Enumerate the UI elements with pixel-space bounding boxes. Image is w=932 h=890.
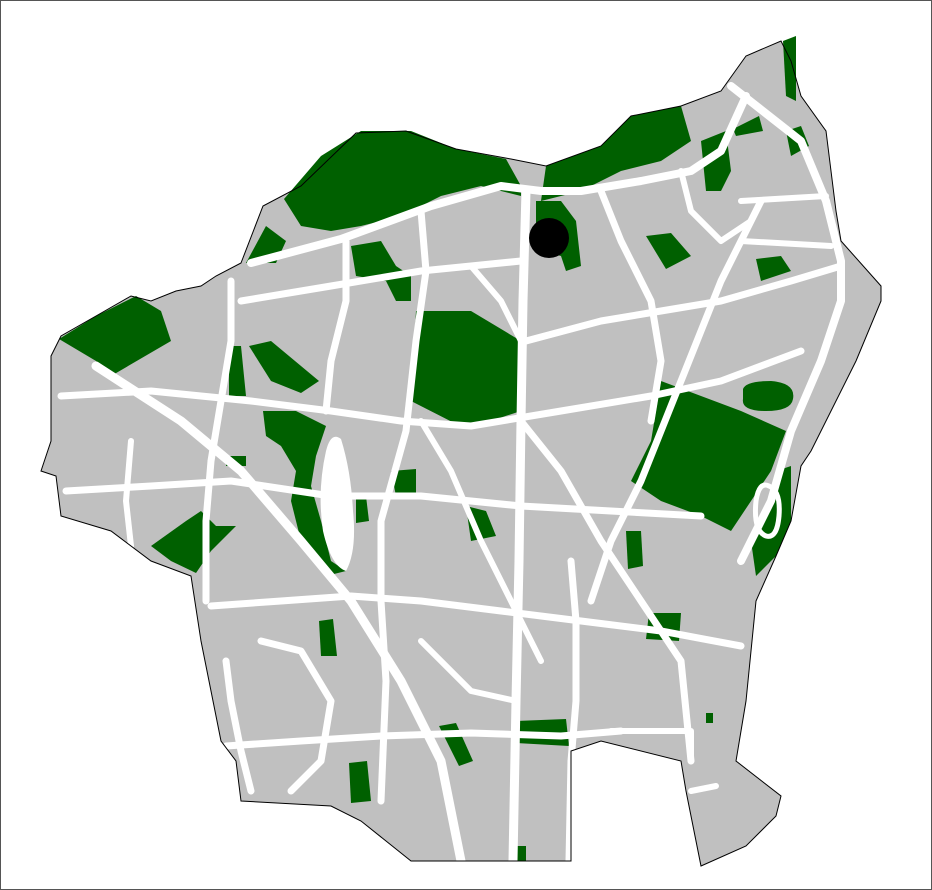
road-west-ns xyxy=(202,277,235,605)
district-outline xyxy=(40,40,882,867)
park-northeast-d xyxy=(733,116,763,136)
road-south-diag xyxy=(418,638,519,704)
road-ns-4 xyxy=(597,187,665,425)
road-south-loop xyxy=(222,657,255,795)
road-network xyxy=(57,82,845,866)
road-ring-se xyxy=(608,728,694,764)
park-center-k xyxy=(356,493,369,523)
park-west-b xyxy=(249,341,319,393)
park-northeast-strip xyxy=(541,106,691,201)
road-east-west-3 xyxy=(207,592,745,650)
road-center-3 xyxy=(468,263,524,344)
road-south-loop-2 xyxy=(257,637,335,795)
park-east-h xyxy=(756,256,791,281)
park-north-forest xyxy=(284,131,521,231)
road-ns-5 xyxy=(678,168,754,244)
park-south-r xyxy=(516,846,526,861)
park-southeast-s xyxy=(706,713,713,723)
road-east-2 xyxy=(738,238,834,249)
road-east-1 xyxy=(738,193,829,204)
road-north-center xyxy=(237,257,525,305)
park-east-strip xyxy=(751,466,791,576)
park-center-j xyxy=(466,506,496,541)
road-ns-2 xyxy=(322,237,350,415)
road-east-diag xyxy=(587,197,765,605)
park-southwest xyxy=(151,511,236,573)
road-northeast-1 xyxy=(522,262,845,345)
road-diagonal-sw xyxy=(91,361,466,866)
location-marker[interactable] xyxy=(529,218,569,258)
road-east-ring xyxy=(727,82,845,565)
park-north-a xyxy=(351,241,411,301)
park-east-g xyxy=(646,233,691,269)
park-west-forest xyxy=(59,296,171,376)
road-south-ns xyxy=(565,557,580,865)
park-south-q xyxy=(349,761,371,803)
park-central-hexagon xyxy=(411,311,521,429)
park-west-c xyxy=(229,346,246,396)
park-east-oval xyxy=(742,381,794,411)
road-center-diag xyxy=(517,417,695,765)
road-diag-2 xyxy=(418,418,544,664)
road-east-west-1 xyxy=(57,347,805,430)
park-south-n xyxy=(319,619,337,656)
east-track xyxy=(753,482,782,539)
park-center-i xyxy=(391,469,416,496)
road-far-se xyxy=(688,783,719,794)
road-ns-3 xyxy=(377,207,430,805)
lake xyxy=(320,436,355,571)
road-north-arc xyxy=(247,92,750,267)
road-sw-link xyxy=(123,438,134,549)
road-east-west-2 xyxy=(62,477,705,520)
road-main-ns xyxy=(508,186,531,866)
park-east-l xyxy=(626,531,643,569)
